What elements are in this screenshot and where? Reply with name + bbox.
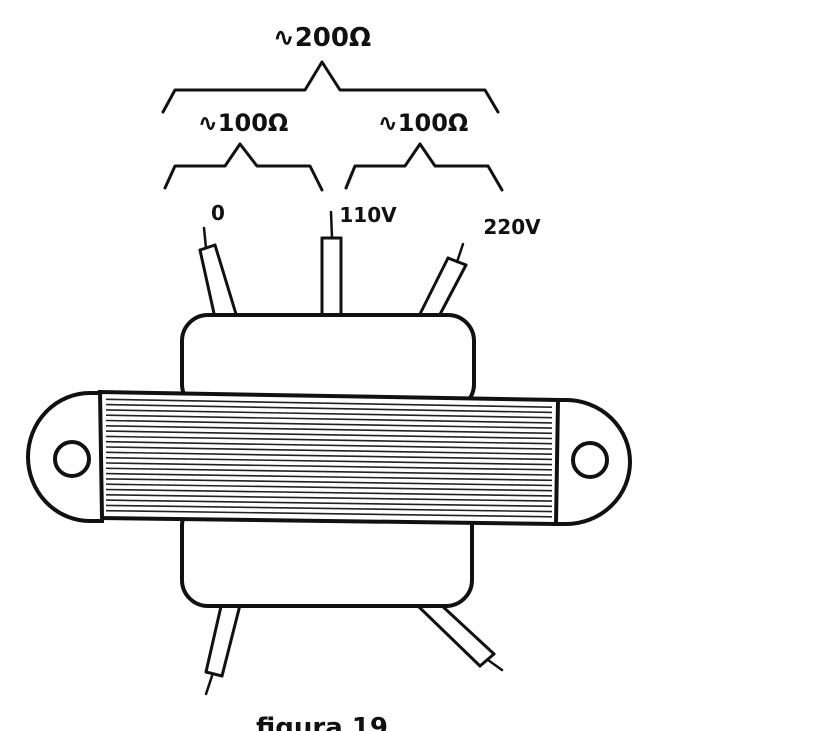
right-resistance-label: ∿100Ω <box>378 109 469 137</box>
wire-110v <box>320 210 343 318</box>
wire-bottom-right <box>416 602 504 672</box>
wire-220v <box>416 242 468 322</box>
core-lamination-line <box>105 509 553 518</box>
core-lamination-line <box>105 478 553 487</box>
wire-bottom-left <box>204 600 242 696</box>
core-lamination-line <box>105 483 553 492</box>
figure-caption: figura 19 <box>256 713 388 731</box>
terminal-zero-label: 0 <box>211 201 225 225</box>
wire-zero <box>198 226 238 320</box>
core-lamination-line <box>105 440 553 450</box>
right-mounting-hole <box>571 441 609 479</box>
left-resistance-label: ∿100Ω <box>198 109 289 137</box>
left-mounting-hole <box>53 440 91 478</box>
terminal-110v-label: 110V <box>339 203 397 227</box>
total-winding-brace <box>161 60 500 114</box>
core-lamination-line <box>105 409 553 419</box>
core-lamination-line <box>105 446 553 455</box>
core-lamination-line <box>105 403 553 414</box>
core-lamination-line <box>105 488 553 497</box>
core-lamination-line <box>105 398 553 408</box>
core-lamination-line <box>105 414 553 424</box>
core-lamination-line <box>105 425 553 435</box>
core-lamination-line <box>105 451 553 461</box>
core-lamination-line <box>105 472 553 482</box>
core-lamination-line <box>105 419 553 429</box>
left-winding-brace <box>163 142 324 192</box>
terminal-220v-label: 220V <box>483 215 541 239</box>
laminated-core <box>97 389 561 527</box>
total-resistance-label: ∿200Ω <box>273 23 371 53</box>
core-lamination-line <box>105 499 553 508</box>
core-lamination-line <box>105 462 553 471</box>
core-lamination-line <box>105 494 553 502</box>
core-lamination-line <box>105 504 553 513</box>
core-lamination-line <box>105 467 553 476</box>
core-lamination-line <box>105 435 553 445</box>
core-lamination-line <box>105 430 553 440</box>
core-lamination-line <box>105 456 553 466</box>
right-winding-brace <box>344 142 504 192</box>
